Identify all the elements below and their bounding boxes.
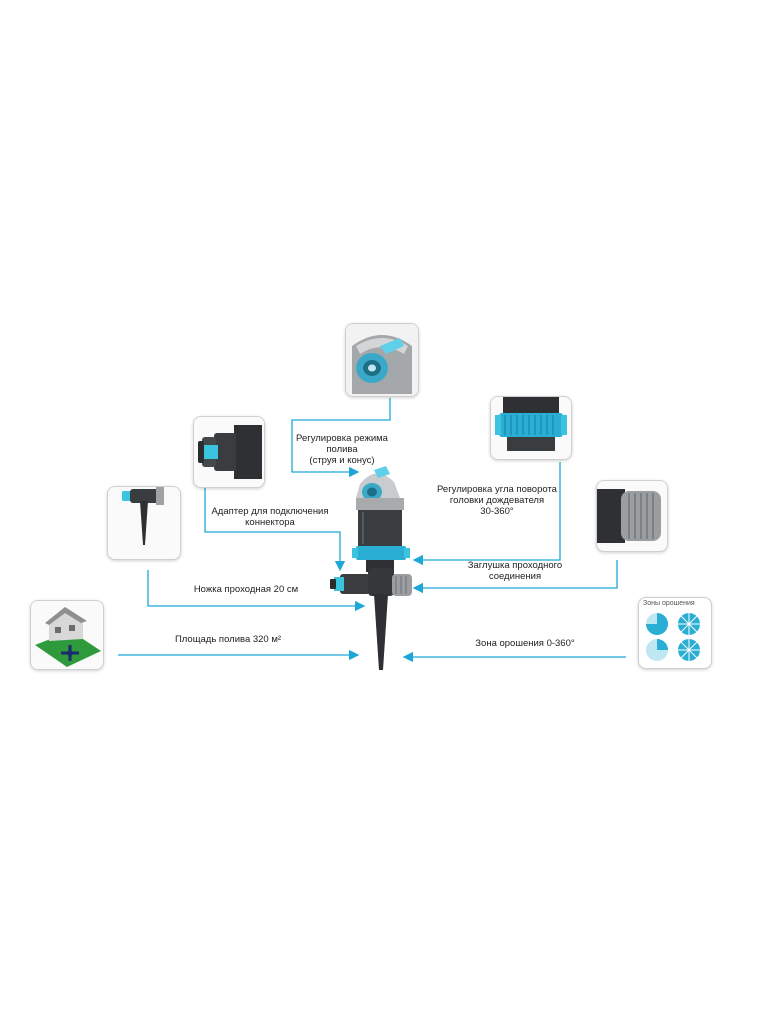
zones-thumb-title: Зоны орошения	[643, 600, 695, 607]
label-adapter-line2: коннектора	[245, 517, 295, 528]
adapter-icon	[194, 417, 264, 487]
label-mode-line1: Регулировка режима	[296, 433, 388, 444]
label-mode: Регулировка режима полива (струя и конус…	[286, 433, 398, 466]
thumb-watering-area	[30, 600, 104, 670]
label-mode-line2: полива	[326, 444, 358, 455]
spray-zones-icon	[646, 613, 700, 661]
label-angle-line1: Регулировка угла поворота	[437, 484, 557, 495]
label-plug: Заглушка проходного соединения	[460, 560, 570, 582]
label-zone: Зона орошения 0-360°	[470, 638, 580, 649]
label-plug-line1: Заглушка проходного	[467, 560, 563, 571]
label-plug-line2: соединения	[488, 571, 542, 582]
label-area-text: Площадь полива 320 м²	[174, 634, 282, 645]
spike-leg-icon	[108, 487, 180, 559]
thumb-adapter	[193, 416, 265, 488]
label-angle: Регулировка угла поворота головки дождев…	[432, 484, 562, 517]
label-angle-line2: головки дождевателя	[449, 495, 545, 506]
thumb-angle-ring	[490, 396, 572, 460]
thumb-zones: Зоны орошения	[638, 597, 712, 669]
label-adapter: Адаптер для подключения коннектора	[210, 506, 330, 528]
label-mode-line3: (струя и конус)	[309, 455, 375, 466]
label-angle-line3: 30-360°	[480, 506, 514, 517]
label-leg: Ножка проходная 20 см	[186, 584, 306, 595]
label-adapter-line1: Адаптер для подключения	[211, 506, 329, 517]
rotation-ring-icon	[491, 397, 571, 459]
sprinkler-product-image	[330, 466, 412, 670]
thumb-mode-head	[345, 323, 419, 397]
house-lawn-icon	[31, 601, 103, 669]
end-cap-icon	[597, 481, 667, 551]
thumb-leg	[107, 486, 181, 560]
label-area: Площадь полива 320 м²	[168, 634, 288, 645]
sprinkler-head-icon	[346, 324, 418, 396]
label-leg-text: Ножка проходная 20 см	[193, 584, 299, 595]
label-zone-text: Зона орошения 0-360°	[475, 638, 575, 649]
thumb-plug	[596, 480, 668, 552]
